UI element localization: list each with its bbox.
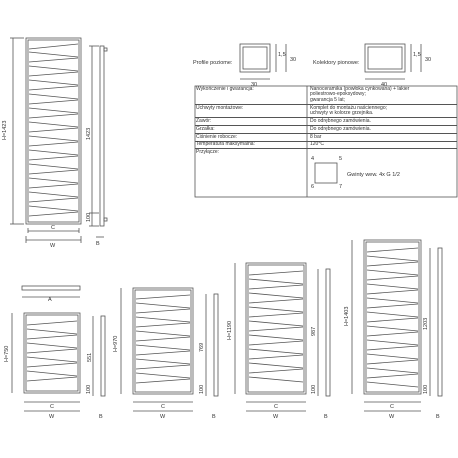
dim-1403-w-label: W: [389, 414, 395, 420]
dim-a-label: A: [48, 297, 52, 303]
spec-key: Wykończenie i gwarancja:: [196, 85, 254, 92]
profile-horizontal-shape: [239, 43, 271, 73]
conn-5: 5: [339, 156, 342, 162]
profile-vertical-shape: [364, 43, 406, 73]
dim-970-c: 769: [199, 343, 205, 352]
spec-value: Nanoceramika (powłoka cynkowana) + lakie…: [310, 85, 410, 103]
conn-7: 7: [339, 184, 342, 190]
profile-horizontal-wall: 1,5: [278, 52, 286, 58]
radiator-front-1190: [245, 262, 307, 395]
dim-750-h: H=750: [4, 346, 10, 362]
dim-750-c-label: C: [50, 404, 54, 410]
dim-big-w-label: W: [50, 243, 56, 249]
spec-row-heater: Grzałka: Do odrębnego zamówienia.: [195, 126, 457, 134]
spec-value: 120°C: [310, 141, 324, 148]
dim-big-c: 1423: [86, 128, 92, 140]
radiator-front-750: [23, 312, 81, 394]
connection-diagram: [314, 162, 338, 184]
profile-vertical-depth: 30: [425, 57, 431, 63]
dim-big-b-label: B: [96, 241, 100, 247]
spec-value: [309, 149, 457, 156]
spec-key: Temperatura maksymalna:: [196, 141, 255, 148]
dim-970-w-label: W: [160, 414, 166, 420]
dim-1190-c: 987: [311, 327, 317, 336]
dim-1190-100: 100: [311, 385, 317, 394]
profile-horizontal-depth: 30: [290, 57, 296, 63]
dim-1190-w-label: W: [273, 414, 279, 420]
dim-1403-c-label: C: [390, 404, 394, 410]
conn-4: 4: [311, 156, 314, 162]
dim-big-100: 100: [86, 213, 92, 222]
spec-value: Do odrębnego zamówienia.: [310, 117, 371, 124]
dim-1190-b-label: B: [324, 414, 328, 420]
spec-key: Przyłącze:: [196, 149, 220, 156]
profile-horizontal-label: Profile poziome:: [193, 60, 233, 66]
spec-row-finish: Wykończenie i gwarancja: Nanoceramika (p…: [195, 86, 457, 105]
radiator-top-view: [21, 285, 81, 291]
dim-1190-c-label: C: [274, 404, 278, 410]
radiator-front-large: [25, 37, 82, 225]
dim-750-w-label: W: [49, 414, 55, 420]
dim-1403-c: 1203: [423, 318, 429, 330]
radiator-side-large: [89, 45, 108, 238]
spec-key: Uchwyty montażowe:: [196, 104, 244, 111]
dim-750-c: 551: [87, 353, 93, 362]
dim-big-h: H=1423: [2, 121, 8, 140]
radiator-front-970: [132, 287, 194, 395]
spec-key: Ciśnienie robocze:: [196, 133, 238, 140]
spec-value: Komplet do montażu naściennego; uchwyty …: [310, 104, 387, 117]
spec-row-connection: Przyłącze:: [195, 149, 457, 156]
dim-1403-h: H=1403: [344, 307, 350, 326]
spec-value: 8 bar: [310, 133, 322, 140]
dim-750-100: 100: [86, 385, 92, 394]
profile-horizontal-width: 30: [251, 82, 257, 88]
spec-value: Do odrębnego zamówienia.: [310, 125, 371, 132]
radiator-front-1403: [363, 239, 422, 395]
profile-vertical-width: 40: [381, 82, 387, 88]
spec-row-temperature: Temperatura maksymalna: 120°C: [195, 142, 457, 150]
spec-key: Grzałka:: [196, 125, 215, 132]
spec-row-pressure: Ciśnienie robocze: 8 bar: [195, 134, 457, 142]
dim-970-b-label: B: [212, 414, 216, 420]
spec-key: Zawór:: [196, 117, 212, 124]
dim-970-100: 100: [199, 385, 205, 394]
conn-thread: Gwinty wew. 4x G 1/2: [347, 172, 400, 178]
dim-970-h: H=970: [113, 336, 119, 352]
conn-6: 6: [311, 184, 314, 190]
spec-row-valve: Zawór: Do odrębnego zamówienia.: [195, 117, 457, 127]
dim-1403-b-label: B: [436, 414, 440, 420]
dim-750-b-label: B: [99, 414, 103, 420]
profile-vertical-label: Kolektory pionowe:: [313, 60, 360, 66]
spec-row-mounts: Uchwyty montażowe: Komplet do montażu na…: [195, 104, 457, 119]
dim-1403-100: 100: [423, 385, 429, 394]
dim-big-c-label: C: [51, 225, 55, 231]
spec-table: Wykończenie i gwarancja: Nanoceramika (p…: [195, 86, 457, 156]
dim-970-c-label: C: [161, 404, 165, 410]
profile-vertical-wall: 1,5: [413, 52, 421, 58]
dim-1190-h: H=1190: [227, 321, 233, 340]
